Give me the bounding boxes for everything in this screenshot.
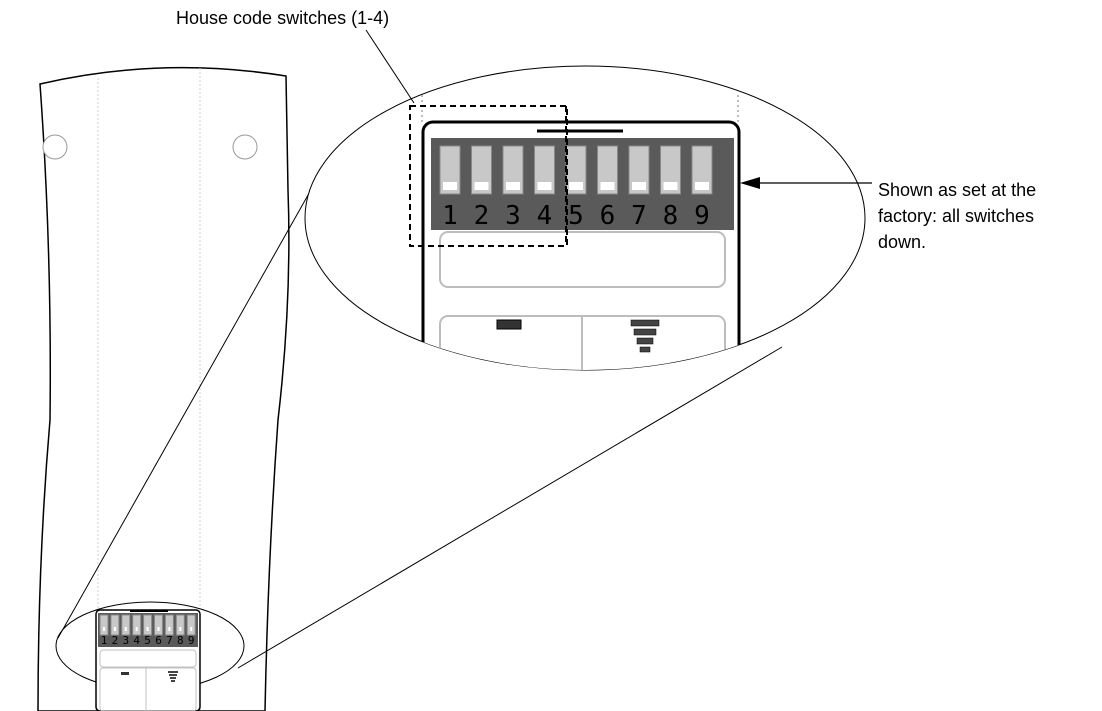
house-code-switch-6[interactable] (597, 145, 618, 195)
house-code-switch-3[interactable] (502, 145, 524, 195)
arrow-head-icon (740, 177, 760, 189)
small-switch-4[interactable] (132, 614, 142, 636)
house-code-highlight-box (409, 105, 568, 247)
screw-hole-right (232, 134, 258, 160)
small-switch-1[interactable] (99, 614, 109, 636)
house-code-switch-9[interactable] (691, 145, 713, 195)
zoom-line-upper (57, 187, 313, 639)
house-code-switch-4[interactable] (534, 145, 555, 195)
small-switch-7[interactable] (164, 614, 174, 636)
small-switch-number: 3 (122, 634, 129, 647)
house-code-leader-line (365, 29, 415, 104)
small-switch-number: 7 (166, 634, 173, 647)
house-code-switch-5[interactable] (565, 145, 587, 195)
stack-icon-small (168, 671, 178, 682)
small-switch-number: 1 (101, 634, 108, 647)
house-code-switch-number: 6 (600, 201, 616, 231)
house-code-switch-number: 1 (442, 201, 458, 231)
small-switch-9[interactable] (186, 614, 196, 636)
small-switch-2[interactable] (110, 614, 120, 636)
small-switch-5[interactable] (143, 614, 153, 636)
house-code-switch-number: 2 (474, 201, 490, 231)
house-code-switch-1[interactable] (439, 145, 461, 195)
screw-hole-left (42, 134, 68, 160)
factory-label-line3: down. (878, 232, 926, 252)
stack-icon (630, 319, 660, 353)
house-code-switch-number: 4 (537, 201, 553, 231)
zoom-line-lower (237, 346, 783, 669)
small-switch-number: 9 (188, 634, 195, 647)
small-switch-6[interactable] (154, 614, 163, 636)
house-code-switch-8[interactable] (660, 145, 681, 195)
house-code-switch-number: 3 (505, 201, 521, 231)
house-code-label: House code switches (1-4) (176, 8, 389, 28)
house-code-switch-7[interactable] (628, 145, 650, 195)
small-switch-number: 6 (155, 634, 162, 647)
small-switch-number: 4 (133, 634, 140, 647)
house-code-switch-2[interactable] (471, 145, 492, 195)
remote-body (37, 66, 290, 711)
house-code-switch-number: 8 (663, 201, 679, 231)
house-code-switch-number: 9 (694, 201, 710, 231)
small-switch-8[interactable] (175, 614, 185, 636)
factory-label-line1: Shown as set at the (878, 180, 1036, 200)
small-switch-number: 2 (112, 634, 119, 647)
small-switch-number: 5 (144, 634, 151, 647)
small-switch-3[interactable] (121, 614, 131, 636)
minus-icon-small (121, 672, 129, 675)
house-code-switch-number: 7 (631, 201, 647, 231)
small-switch-number: 8 (177, 634, 184, 647)
house-code-switch-number: 5 (568, 201, 584, 231)
factory-label-line2: factory: all switches (878, 206, 1034, 226)
minus-icon (496, 319, 522, 330)
